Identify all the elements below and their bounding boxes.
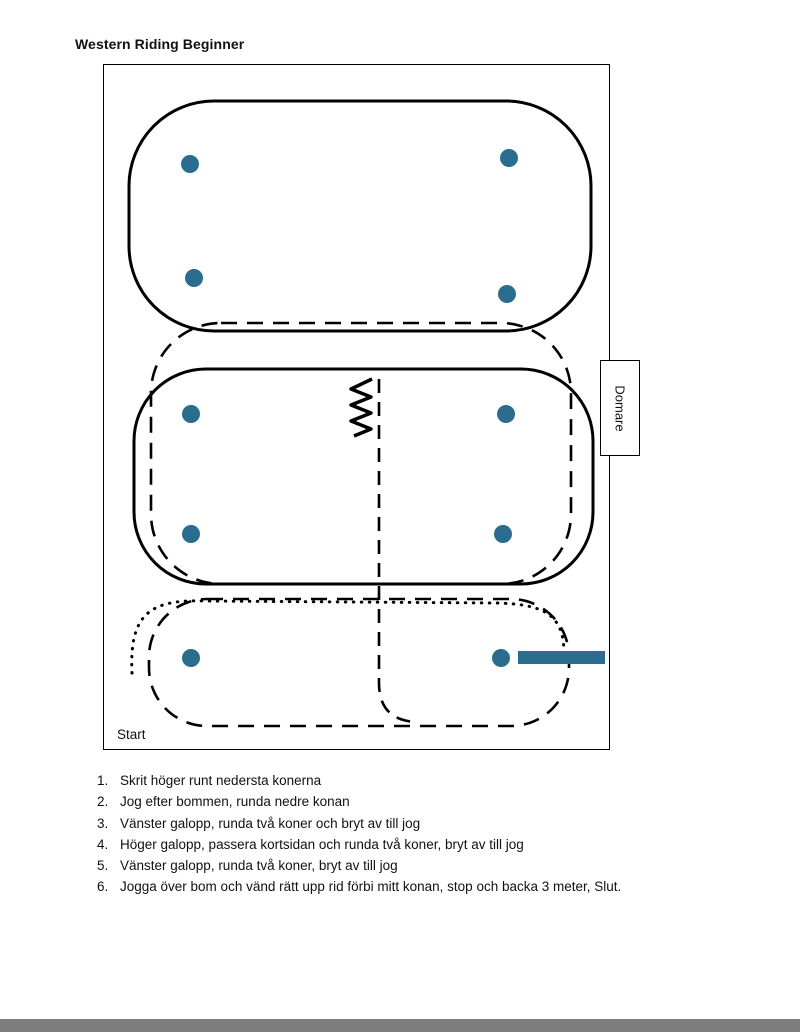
- instructions-list: 1. Skrit höger runt nedersta konerna 2. …: [97, 774, 621, 902]
- window-edge-bar: [0, 1019, 800, 1032]
- start-label: Start: [117, 727, 146, 742]
- cone: [494, 525, 512, 543]
- instruction-text: Skrit höger runt nedersta konerna: [120, 773, 322, 788]
- pattern-diagram: [127, 99, 605, 728]
- pole-bom: [518, 651, 605, 664]
- instruction-item: 4. Höger galopp, passera kortsidan och r…: [97, 838, 621, 852]
- cone: [185, 269, 203, 287]
- arena-box: [103, 64, 610, 750]
- cone: [497, 405, 515, 423]
- instruction-number: 4.: [97, 836, 109, 852]
- cone: [182, 649, 200, 667]
- cone: [498, 285, 516, 303]
- judge-label: Domare: [612, 384, 628, 432]
- instruction-text: Jogga över bom och vänd rätt upp rid för…: [120, 879, 622, 895]
- instruction-item: 2. Jog efter bommen, runda nedre konan: [97, 795, 621, 809]
- instruction-number: 5.: [97, 858, 109, 874]
- instruction-text: Vänster galopp, runda två koner och bryt…: [120, 815, 421, 831]
- center-line-dashed: [377, 379, 417, 724]
- cone: [182, 405, 200, 423]
- cone: [182, 525, 200, 543]
- instruction-item: 5. Vänster galopp, runda två koner, bryt…: [97, 859, 621, 873]
- loop-top-solid: [127, 99, 593, 333]
- instruction-number: 1.: [97, 773, 109, 788]
- dotted-path: [130, 599, 566, 675]
- cone: [181, 155, 199, 173]
- cone: [500, 149, 518, 167]
- instruction-number: 2.: [97, 794, 109, 810]
- loop-dashed-upper: [149, 321, 573, 586]
- judge-box: Domare: [600, 360, 640, 456]
- document-title: Western Riding Beginner: [75, 36, 245, 52]
- instruction-item: 6. Jogga över bom och vänd rätt upp rid …: [97, 880, 621, 894]
- instruction-item: 3. Vänster galopp, runda två koner och b…: [97, 817, 621, 831]
- cone: [492, 649, 510, 667]
- instruction-number: 6.: [97, 879, 109, 895]
- instruction-text: Höger galopp, passera kortsidan och rund…: [120, 836, 524, 852]
- instruction-text: Vänster galopp, runda två koner, bryt av…: [120, 858, 398, 874]
- instruction-number: 3.: [97, 815, 109, 831]
- zigzag-mark: [349, 377, 373, 438]
- instruction-item: 1. Skrit höger runt nedersta konerna: [97, 774, 621, 788]
- instruction-text: Jog efter bommen, runda nedre konan: [120, 794, 350, 810]
